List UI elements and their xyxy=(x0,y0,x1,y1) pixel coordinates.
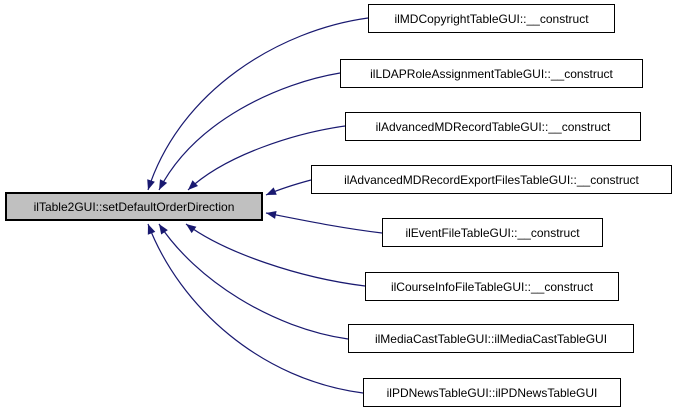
node-caller-ilCourseInfoFileTableGUI-construct[interactable]: ilCourseInfoFileTableGUI::__construct xyxy=(365,272,619,301)
call-edge-ilPDNewsTableGUI xyxy=(147,223,364,394)
node-caller-ilPDNewsTableGUI[interactable]: ilPDNewsTableGUI::ilPDNewsTableGUI xyxy=(363,378,621,407)
node-caller-ilMediaCastTableGUI[interactable]: ilMediaCastTableGUI::ilMediaCastTableGUI xyxy=(348,324,634,353)
node-caller-ilEventFileTableGUI-construct[interactable]: ilEventFileTableGUI::__construct xyxy=(382,218,603,247)
call-edge-ilLDAPRoleAssignmentTableGUI xyxy=(158,72,341,191)
call-edge-ilEventFileTableGUI xyxy=(265,210,383,234)
call-edge-ilMediaCastTableGUI xyxy=(158,223,349,340)
call-edge-ilCourseInfoFileTableGUI xyxy=(185,223,366,287)
node-central-setDefaultOrderDirection: ilTable2GUI::setDefaultOrderDirection xyxy=(5,192,263,221)
call-edge-ilAdvancedMDRecordTableGUI xyxy=(187,125,346,191)
node-caller-ilAdvancedMDRecordTableGUI-construct[interactable]: ilAdvancedMDRecordTableGUI::__construct xyxy=(345,112,641,141)
node-caller-ilMDCopyrightTableGUI-construct[interactable]: ilMDCopyrightTableGUI::__construct xyxy=(368,4,615,33)
node-caller-ilAdvancedMDRecordExportFilesTableGUI-construct[interactable]: ilAdvancedMDRecordExportFilesTableGUI::_… xyxy=(311,165,672,194)
node-caller-ilLDAPRoleAssignmentTableGUI-construct[interactable]: ilLDAPRoleAssignmentTableGUI::__construc… xyxy=(340,59,643,88)
call-edge-ilAdvancedMDRecordExportFilesTableGUI xyxy=(265,179,312,196)
call-edge-ilMDCopyrightTableGUI xyxy=(147,17,369,191)
